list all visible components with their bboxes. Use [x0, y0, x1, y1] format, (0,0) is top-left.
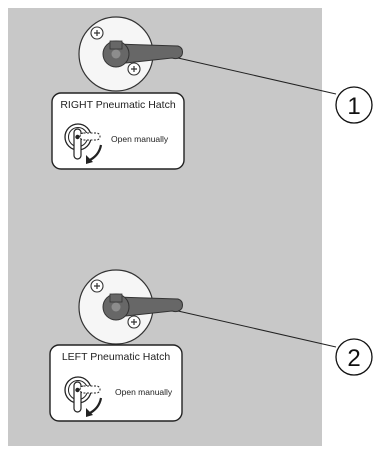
callout-number: 2 [347, 345, 360, 372]
left-hatch-group: LEFT Pneumatic Hatch Open manually 2 [49, 269, 373, 422]
manual-lever-icon [64, 376, 101, 413]
rotate-arrow-icon [86, 144, 103, 164]
screw-icon [90, 279, 104, 293]
right-hatch-label-plate: RIGHT Pneumatic Hatch Open manually [51, 92, 185, 170]
screw-icon [90, 26, 104, 40]
hatch-instruction: Open manually [115, 387, 173, 397]
leader-line [177, 310, 337, 348]
lever-handle-icon [102, 293, 183, 321]
right-hatch-lever-assembly [78, 16, 183, 92]
rotate-arrow-icon [86, 397, 103, 417]
lever-handle-icon [102, 40, 183, 68]
left-hatch-label-plate: LEFT Pneumatic Hatch Open manually [49, 344, 183, 422]
callout-1: 1 [335, 86, 373, 124]
hatch-title: RIGHT Pneumatic Hatch [60, 99, 176, 111]
right-hatch-group: RIGHT Pneumatic Hatch Open manually 1 [51, 16, 373, 170]
hatch-title: LEFT Pneumatic Hatch [62, 351, 171, 363]
label-plate-border [51, 92, 185, 170]
manual-lever-icon [64, 123, 101, 160]
hatch-instruction: Open manually [111, 134, 169, 144]
callout-2: 2 [335, 338, 373, 376]
callout-number: 1 [347, 93, 360, 120]
left-hatch-lever-assembly [78, 269, 183, 345]
leader-line [177, 57, 337, 95]
screw-icon [127, 315, 141, 329]
screw-icon [127, 62, 141, 76]
